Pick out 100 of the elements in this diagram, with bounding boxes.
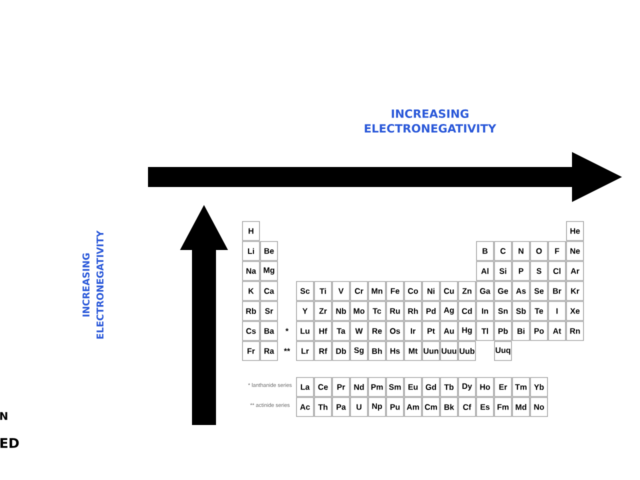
cut-off-text: N: [0, 412, 8, 420]
element-cell: Ra: [260, 341, 278, 361]
element-cell: Cd: [458, 301, 476, 321]
element-cell: He: [566, 221, 584, 241]
element-cell: Tm: [512, 377, 530, 397]
element-cell: Cf: [458, 397, 476, 417]
element-cell: Th: [314, 397, 332, 417]
element-cell: Tc: [368, 301, 386, 321]
element-cell: Tl: [476, 321, 494, 341]
element-cell: Xe: [566, 301, 584, 321]
element-cell: C: [494, 241, 512, 261]
element-cell: Zn: [458, 281, 476, 301]
element-cell: Mn: [368, 281, 386, 301]
element-cell: Md: [512, 397, 530, 417]
element-cell: Mt: [404, 341, 422, 361]
element-cell: Rh: [404, 301, 422, 321]
element-cell: Sc: [296, 281, 314, 301]
element-cell: Ne: [566, 241, 584, 261]
element-cell: Ta: [332, 321, 350, 341]
element-cell: Pm: [368, 377, 386, 397]
element-cell: Np: [368, 397, 386, 417]
element-cell: Cs: [242, 321, 260, 341]
element-cell: S: [530, 261, 548, 281]
element-cell: Cm: [422, 397, 440, 417]
element-cell: Pd: [422, 301, 440, 321]
element-cell: Se: [530, 281, 548, 301]
element-cell: Pu: [386, 397, 404, 417]
element-cell: Ce: [314, 377, 332, 397]
element-cell: Ru: [386, 301, 404, 321]
arrow-label: INCREASING ELECTRONEGATIVITY: [364, 109, 496, 133]
element-cell: Co: [404, 281, 422, 301]
element-cell: Uuu: [440, 341, 458, 361]
element-cell: Cl: [548, 261, 566, 281]
element-cell: Os: [386, 321, 404, 341]
element-cell: Na: [242, 261, 260, 281]
footnote-mark: *: [285, 328, 289, 332]
element-cell: N: [512, 241, 530, 261]
element-cell: Hf: [314, 321, 332, 341]
element-cell: In: [476, 301, 494, 321]
element-cell: W: [350, 321, 368, 341]
element-cell: Gd: [422, 377, 440, 397]
element-cell: Li: [242, 241, 260, 261]
element-cell: B: [476, 241, 494, 261]
element-cell: Pa: [332, 397, 350, 417]
element-cell: Ag: [440, 301, 458, 321]
element-cell: Rn: [566, 321, 584, 341]
element-cell: Al: [476, 261, 494, 281]
element-cell: Kr: [566, 281, 584, 301]
element-cell: Fm: [494, 397, 512, 417]
element-cell: Au: [440, 321, 458, 341]
element-cell: Sn: [494, 301, 512, 321]
element-cell: Cu: [440, 281, 458, 301]
element-cell: Ac: [296, 397, 314, 417]
element-cell: Tb: [440, 377, 458, 397]
element-cell: Lu: [296, 321, 314, 341]
element-cell: Rf: [314, 341, 332, 361]
element-cell: No: [530, 397, 548, 417]
element-cell: Sb: [512, 301, 530, 321]
element-cell: As: [512, 281, 530, 301]
element-cell: Er: [494, 377, 512, 397]
element-cell: Pr: [332, 377, 350, 397]
element-cell: La: [296, 377, 314, 397]
element-cell: Br: [548, 281, 566, 301]
element-cell: Ar: [566, 261, 584, 281]
element-cell: Si: [494, 261, 512, 281]
footnote-mark: **: [284, 348, 290, 352]
element-cell: Nd: [350, 377, 368, 397]
arrow-label: INCREASING ELECTRONEGATIVITY: [82, 230, 104, 339]
element-cell: Ba: [260, 321, 278, 341]
element-cell: Db: [332, 341, 350, 361]
element-cell: Am: [404, 397, 422, 417]
element-cell: Ge: [494, 281, 512, 301]
element-cell: Bi: [512, 321, 530, 341]
element-cell: O: [530, 241, 548, 261]
element-cell: At: [548, 321, 566, 341]
element-cell: Bh: [368, 341, 386, 361]
element-cell: Dy: [458, 377, 476, 397]
element-cell: Be: [260, 241, 278, 261]
element-cell: Ti: [314, 281, 332, 301]
element-cell: Rb: [242, 301, 260, 321]
element-cell: Po: [530, 321, 548, 341]
element-cell: Hg: [458, 321, 476, 341]
element-cell: Hs: [386, 341, 404, 361]
element-cell: Lr: [296, 341, 314, 361]
element-cell: Nb: [332, 301, 350, 321]
element-cell: Uun: [422, 341, 440, 361]
element-cell: H: [242, 221, 260, 241]
element-cell: Ca: [260, 281, 278, 301]
element-cell: Pb: [494, 321, 512, 341]
element-cell: F: [548, 241, 566, 261]
element-cell: Ni: [422, 281, 440, 301]
element-cell: Bk: [440, 397, 458, 417]
element-cell: Zr: [314, 301, 332, 321]
cut-off-text: ED: [0, 438, 19, 448]
element-cell: Sr: [260, 301, 278, 321]
element-cell: Ho: [476, 377, 494, 397]
element-cell: Yb: [530, 377, 548, 397]
element-cell: Cr: [350, 281, 368, 301]
element-cell: Re: [368, 321, 386, 341]
element-cell: K: [242, 281, 260, 301]
